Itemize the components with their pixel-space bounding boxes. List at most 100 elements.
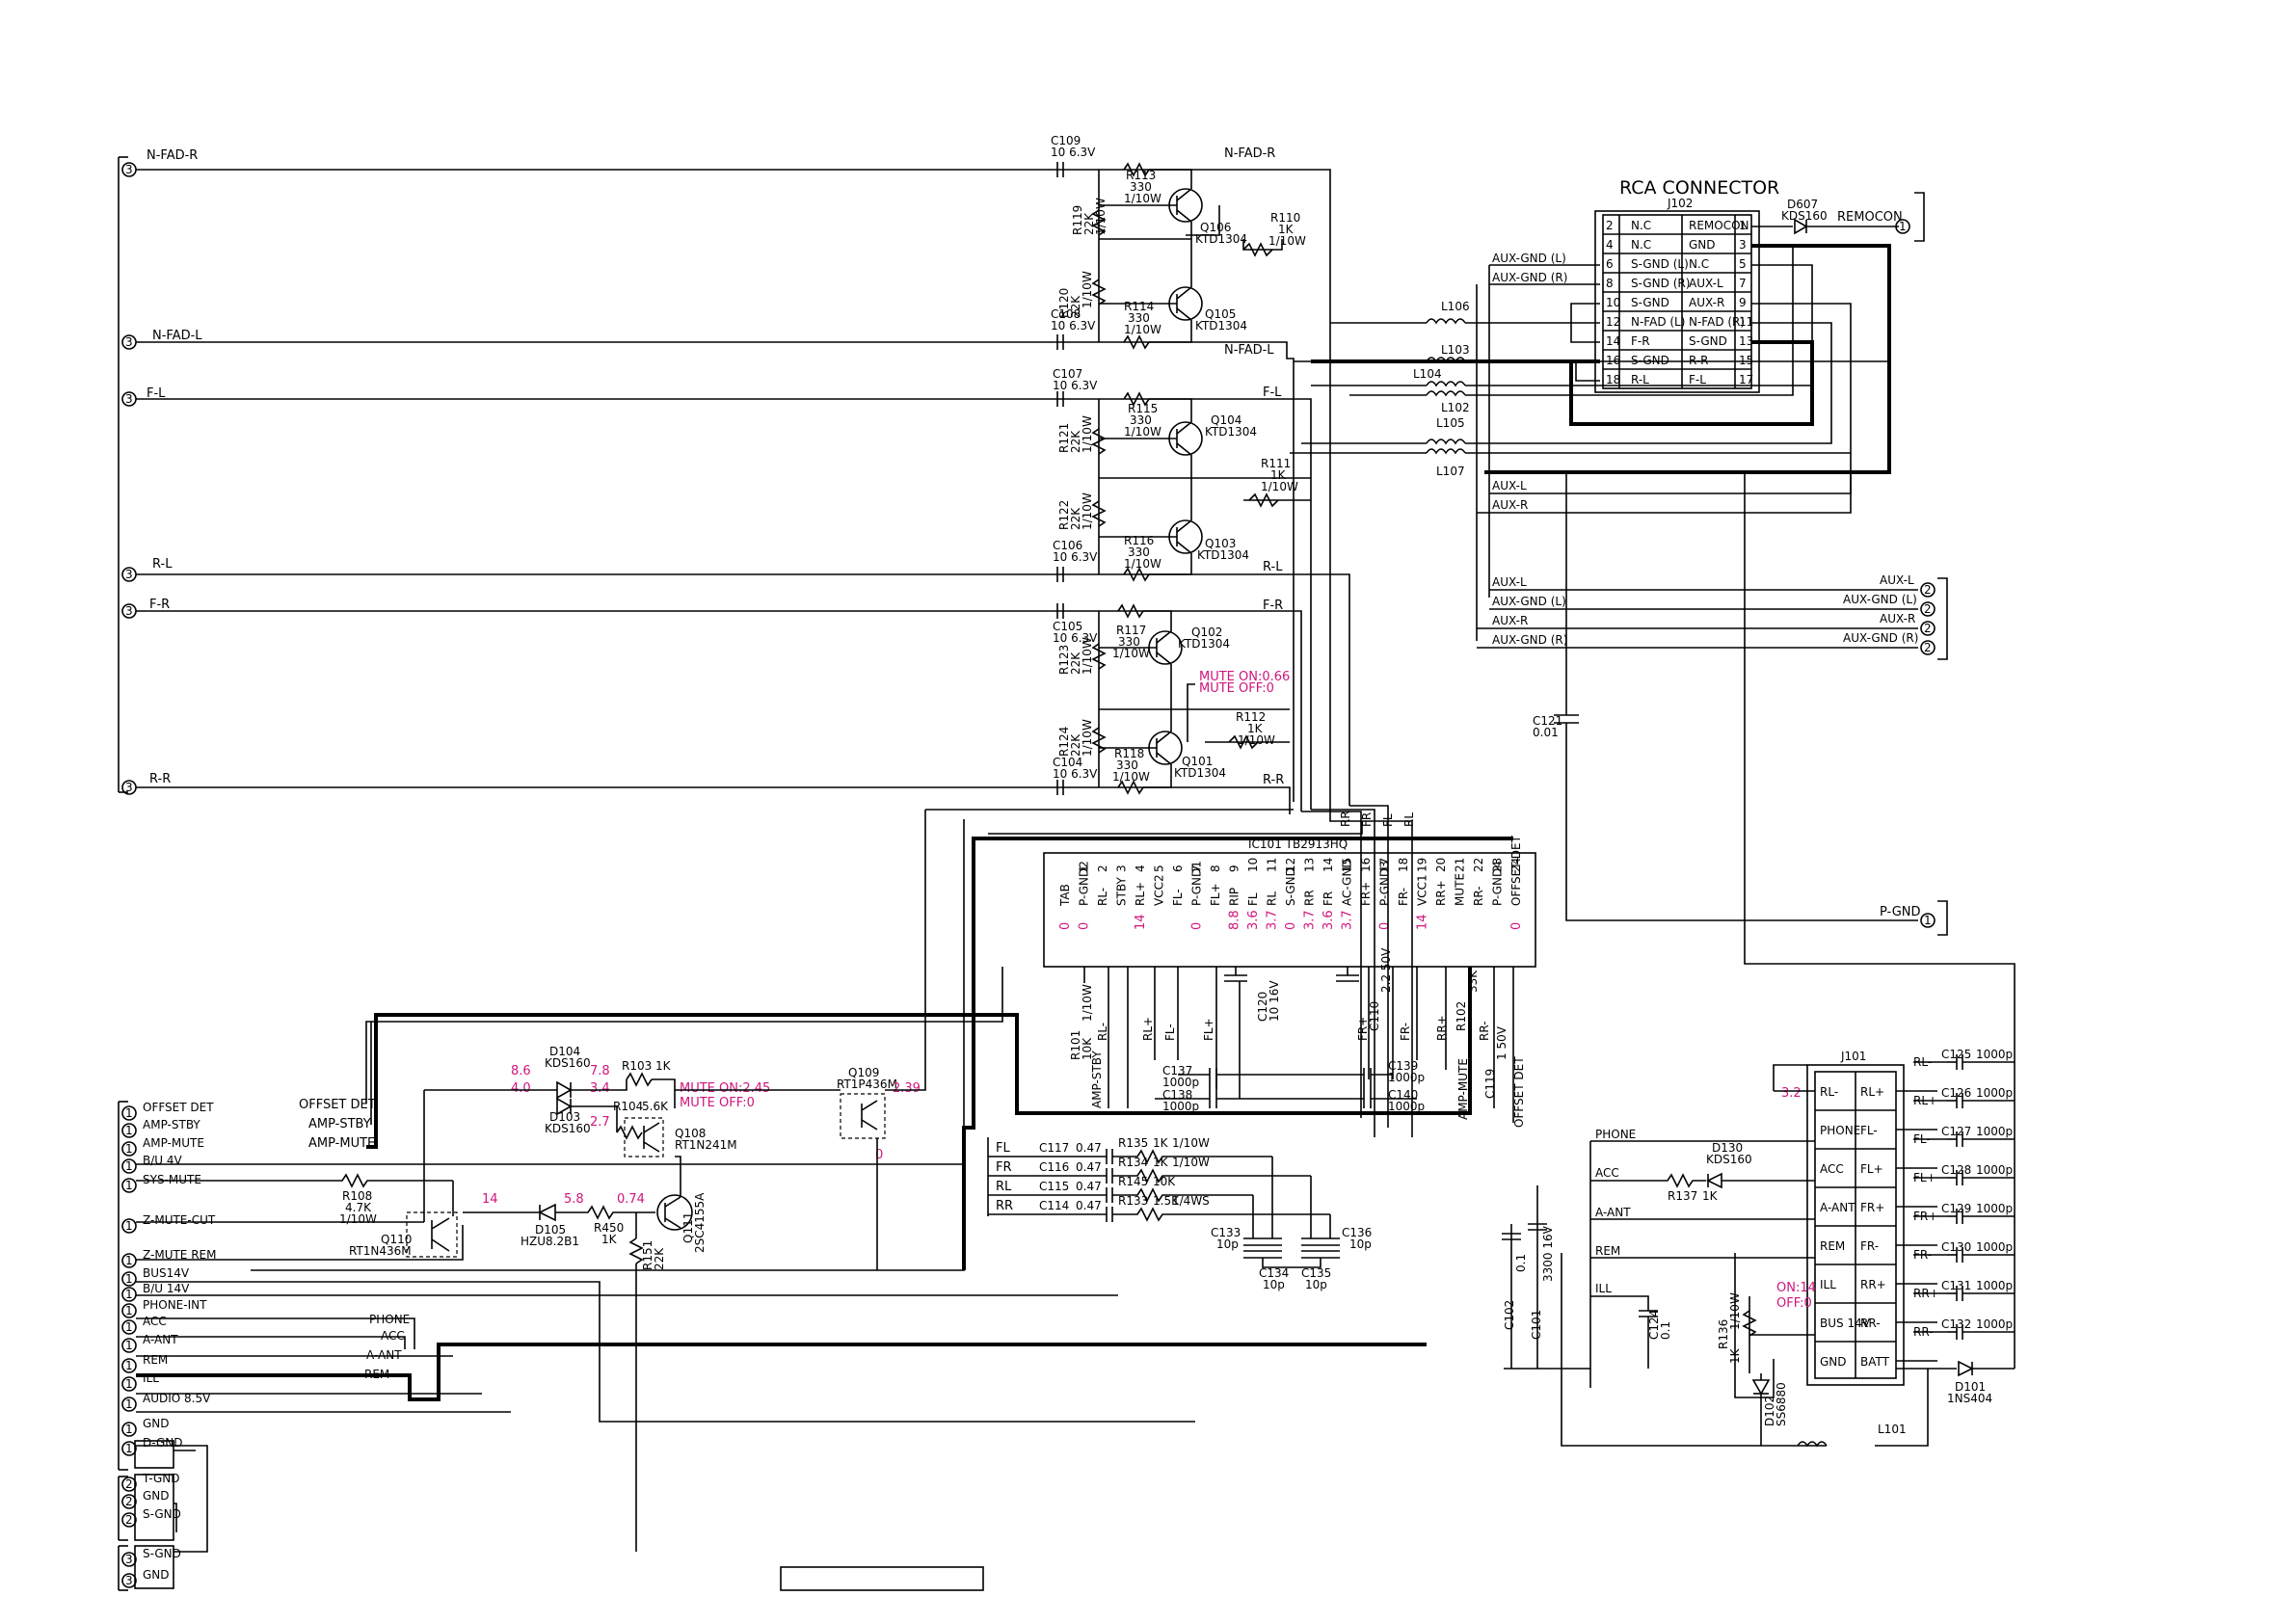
component-value: 10 6.3V: [1051, 146, 1096, 159]
component-ref: R124: [1057, 727, 1071, 757]
voltage-annotation: ON:14: [1776, 1281, 1816, 1295]
net-label: AUX-L: [1492, 575, 1527, 589]
component-ref: C119: [1483, 1069, 1497, 1099]
ic-pin-number: 11: [1266, 858, 1279, 872]
component-ref: D103: [549, 1110, 580, 1124]
component-value: 1/10W: [1261, 480, 1298, 493]
component-ref: Q110: [381, 1233, 412, 1246]
j101-pin-label: RR+: [1860, 1278, 1886, 1291]
pin-number: 1: [125, 1397, 133, 1411]
component-ref: R101: [1069, 1030, 1082, 1060]
pin-circle: [121, 1218, 137, 1234]
component-value: 1K: [1247, 722, 1264, 735]
ic-pin-name: FR: [1322, 891, 1335, 906]
component-ref: D607: [1787, 198, 1818, 211]
voltage-annotation: 3.7: [1303, 910, 1318, 930]
component-ref: C102: [1503, 1300, 1516, 1330]
pin-number: 1: [125, 1179, 133, 1192]
net-label: RL+: [1141, 1017, 1155, 1041]
pin-number: 1: [125, 1304, 133, 1317]
pin-number: 5: [1739, 257, 1747, 271]
component-value: 1/10W: [1112, 647, 1150, 660]
pin-number: 3: [125, 604, 133, 618]
component-value: 1/10W: [1124, 192, 1161, 205]
component-ref: C133: [1211, 1226, 1241, 1239]
component-value: 1/10W: [1081, 271, 1094, 308]
net-label: AUX-GND (L): [1843, 593, 1917, 606]
pin-number: 1: [1924, 914, 1932, 927]
pin-circle: [121, 1573, 137, 1588]
component-value: 1K: [1153, 1136, 1169, 1150]
amplifier-ic: IC101 TB2913HQ TAB0P-GND210RL-2STBY3RL+4…: [925, 805, 1536, 1137]
component-ref: Q103: [1205, 537, 1236, 550]
component-value: 1K: [601, 1233, 618, 1246]
component-ref: R120: [1057, 288, 1071, 318]
pin-number: 1: [125, 1272, 133, 1286]
pin-number: 1: [125, 1288, 133, 1301]
net-label: SYS-MUTE: [143, 1173, 201, 1186]
component-value: 330: [1118, 635, 1140, 649]
ic-pin-name: VCC1: [1416, 874, 1429, 906]
ic-pin-name: P-GND4: [1491, 861, 1505, 906]
ic-pin-name: P-GND1: [1190, 861, 1204, 906]
component-value: 1/4WS: [1172, 1194, 1210, 1208]
component-value: 1/10W: [1172, 1156, 1210, 1169]
pin-number: 3: [1739, 238, 1747, 252]
rca-pin-label: S-GND (R): [1631, 277, 1690, 290]
component-value: 1000p: [1162, 1076, 1199, 1089]
net-label: N-FAD-L: [152, 329, 202, 343]
component-value: 330: [1130, 180, 1152, 194]
component-ref: R104: [613, 1100, 643, 1113]
pin-circle: [121, 1158, 137, 1174]
rca-pin-label: N.C: [1689, 257, 1709, 271]
pin-circle: [121, 1422, 137, 1437]
component-value: 2.2 50V: [1379, 947, 1393, 993]
net-label: OFFSET DET: [143, 1101, 214, 1114]
net-label: REM: [1595, 1244, 1620, 1258]
net-label: FL+: [1202, 1018, 1215, 1041]
component-value: 1000p: [1388, 1100, 1425, 1113]
component-value: 1000p: [1162, 1100, 1199, 1113]
component-value: 22K: [1069, 430, 1082, 453]
net-label: REM: [143, 1353, 168, 1367]
net-label: R-L: [152, 557, 173, 572]
component-ref: C117: [1039, 1141, 1069, 1155]
voltage-annotation: OFF:0: [1776, 1296, 1812, 1311]
voltage-annotation: 0: [1378, 922, 1393, 930]
component-value: 1000p: [1976, 1086, 2013, 1100]
component-ref: R102: [1455, 1001, 1468, 1031]
component-value: 0.1: [1659, 1321, 1672, 1340]
component-value: 1/10W: [1124, 557, 1161, 571]
component-ref: Q111: [681, 1212, 695, 1243]
voltage-annotation: 14: [1416, 914, 1430, 930]
net-label: AUX-R: [1880, 612, 1915, 625]
pin-number: 1: [125, 1254, 133, 1267]
net-label: AUX-R: [1492, 498, 1528, 512]
ic-pin-number: 4: [1134, 865, 1147, 872]
pin-circle: [121, 1477, 137, 1492]
component-ref: R111: [1261, 457, 1291, 470]
pin-number: 16: [1606, 354, 1620, 367]
component-value: KTD1304: [1174, 766, 1226, 780]
component-ref: C104: [1053, 756, 1082, 769]
ic-pin-number: 5: [1153, 865, 1166, 872]
component-value: 1000p: [1388, 1071, 1425, 1084]
net-label: A-ANT: [366, 1348, 402, 1362]
component-value: 3300 16V: [1541, 1225, 1555, 1282]
component-ref: L102: [1441, 401, 1470, 414]
net-label: P-GND: [1880, 905, 1921, 919]
j101-pin-label: REM: [1820, 1239, 1845, 1253]
net-label: BUS14V: [143, 1266, 190, 1280]
j101-pin-label: A-ANT: [1820, 1201, 1855, 1214]
ic-pin-name: RL-: [1096, 888, 1109, 906]
component-value: 1K: [1702, 1189, 1719, 1203]
component-ref: D104: [549, 1045, 580, 1058]
voltage-annotation: 14: [1134, 914, 1148, 930]
component-ref: C136: [1342, 1226, 1372, 1239]
component-value: 22K: [1069, 507, 1082, 530]
shunt-resistor: [1091, 170, 1107, 787]
j101-pin-label: FL+: [1860, 1162, 1883, 1176]
pin-number: 3: [125, 163, 133, 176]
pin-number: 14: [1606, 334, 1620, 348]
inductor: [1426, 318, 1466, 325]
